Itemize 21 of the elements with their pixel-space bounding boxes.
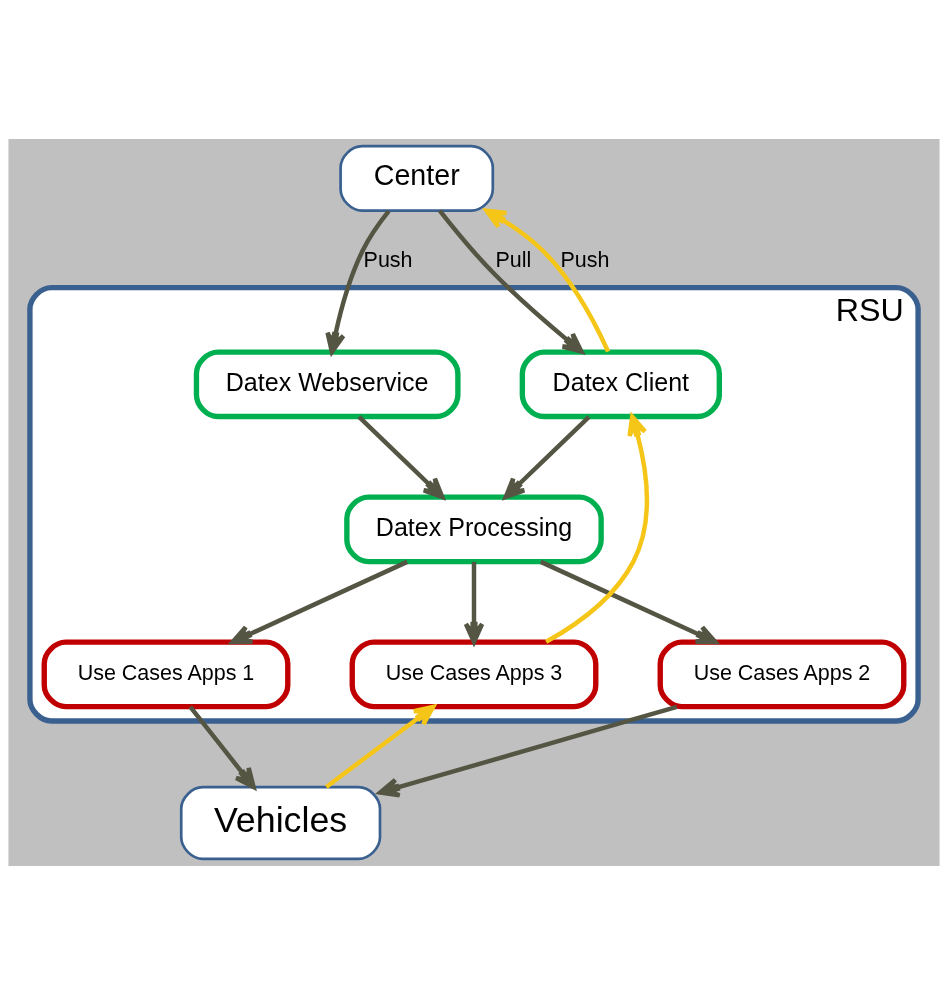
arrow	[357, 414, 445, 499]
arrow	[484, 208, 611, 352]
node-box: Datex Webservice	[193, 348, 461, 419]
node-box: Datex Client	[519, 348, 722, 419]
node-box: Vehicles	[179, 785, 382, 860]
arrow	[545, 413, 649, 644]
arrow	[324, 704, 436, 789]
arrow	[539, 559, 718, 644]
node-box: Use Cases Apps 2	[657, 639, 907, 709]
arrow	[188, 705, 256, 789]
arrow	[503, 414, 591, 499]
node-box: Center	[339, 144, 495, 212]
edge-label: Push	[560, 247, 610, 272]
node-box: Datex Processing	[344, 493, 604, 564]
node-box: Use Cases Apps 1	[41, 639, 291, 709]
arrow	[377, 704, 678, 798]
node-box: Use Cases Apps 3	[349, 639, 599, 709]
edge-label: Pull	[495, 247, 532, 272]
arrow	[230, 559, 409, 644]
edge-label: Push	[363, 247, 413, 272]
arrow	[438, 208, 584, 354]
